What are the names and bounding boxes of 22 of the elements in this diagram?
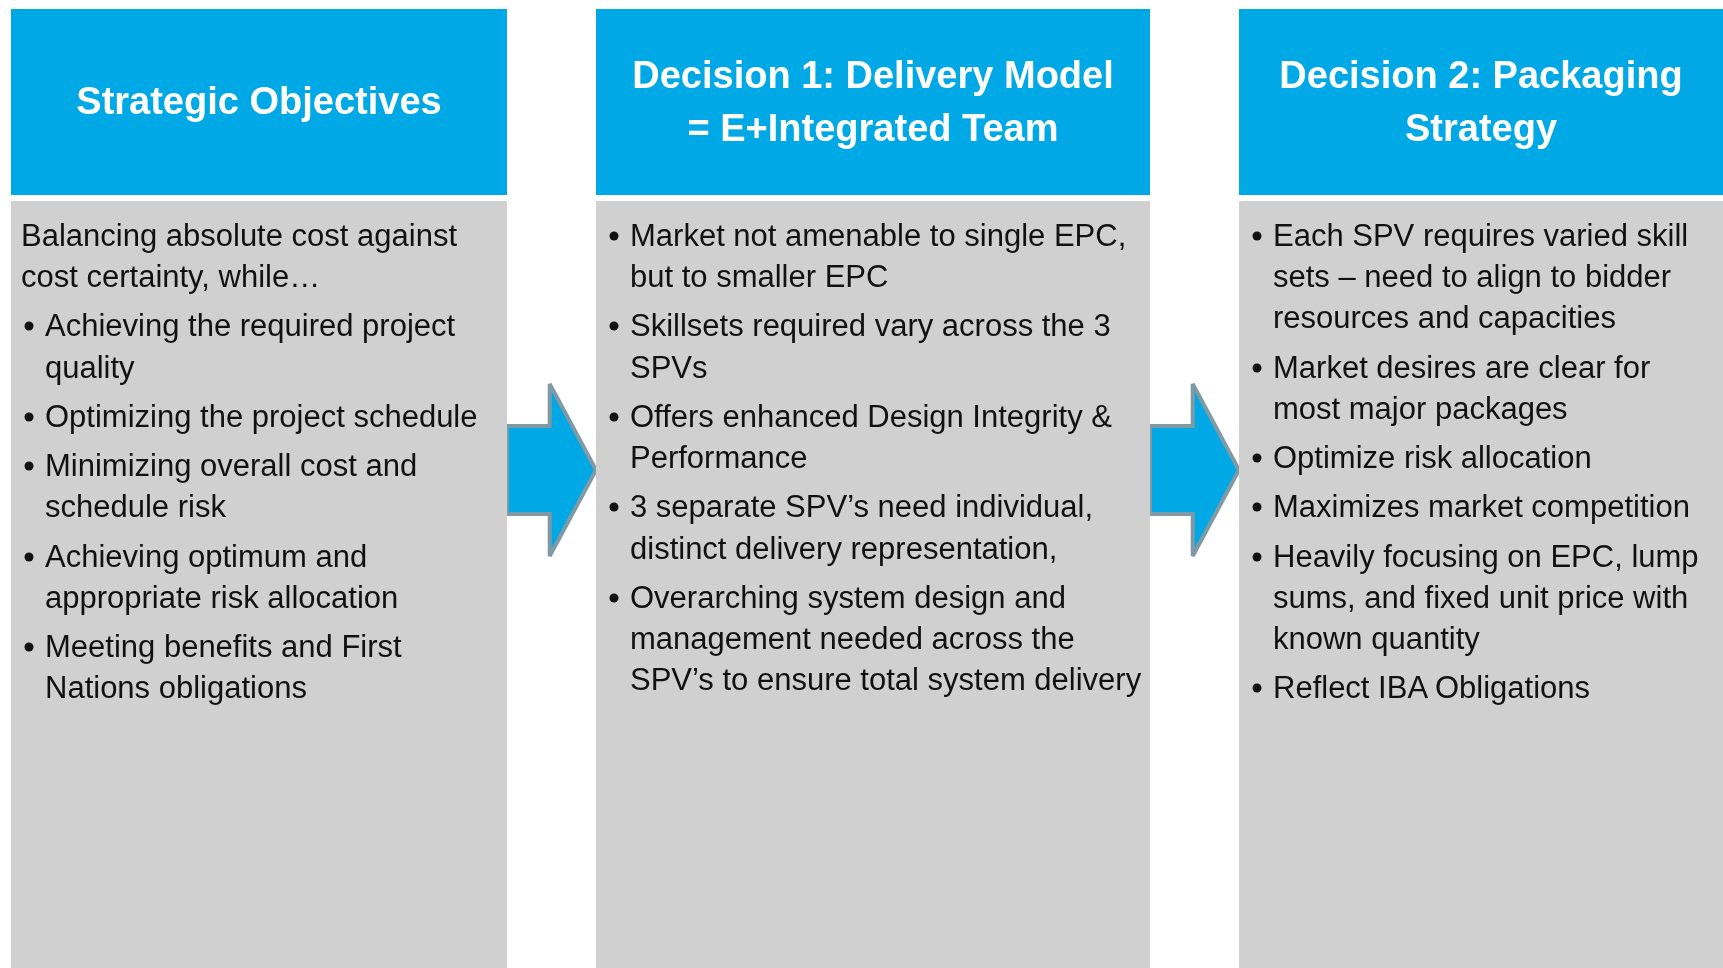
column-heading: Decision 1: Delivery Model = E+Integrated Team (631, 52, 1115, 151)
bullet-item: Meeting benefits and First Nations obligations (45, 628, 402, 706)
bullet-item: Optimizing the project schedule (45, 398, 478, 434)
bullet-item: 3 separate SPV’s need individual, distinct delivery representation, (630, 489, 1094, 566)
bullet-item: Reflect IBA Obligations (1273, 670, 1591, 706)
bullet-item: Offers enhanced Design Integrity & Performance (630, 398, 1112, 476)
bullet-item: Heavily focusing on EPC, lump sums, and fixed unit price with known quantity (1273, 538, 1699, 656)
bullet-item: Each SPV requires varied skill sets – need to align to bidder resources and capacities (1273, 218, 1689, 336)
intro-text: Balancing absolute cost against cost certainty, while… (21, 217, 458, 297)
bullet-item: Achieving optimum and appropriate risk allocation (45, 538, 399, 615)
bullet-item: Optimize risk allocation (1273, 440, 1592, 476)
bullet-item: Market not amenable to single EPC, but to smaller EPC (630, 218, 1127, 295)
block-arrow (505, 382, 599, 558)
bullet-item: Minimizing overall cost and schedule risk (45, 448, 418, 525)
column-heading: Strategic Objectives (76, 79, 442, 125)
bullet-item: Maximizes market competition (1273, 489, 1690, 525)
bullet-item: Market desires are clear for most major packages (1273, 349, 1651, 426)
block-arrow (1148, 382, 1242, 558)
bullet-item: Overarching system design and management needed across the SPV’s to ensure total system delivery (630, 579, 1142, 698)
column-heading: Decision 2: Packaging Strategy (1278, 52, 1684, 151)
bullet-item: Achieving the required project quality (45, 308, 456, 385)
bullet-item: Skillsets required vary across the 3 SPVs (630, 308, 1111, 385)
